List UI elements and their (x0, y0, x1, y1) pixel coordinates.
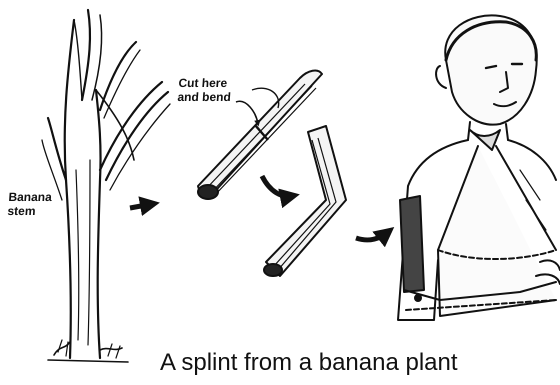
caption: A splint from a banana plant (160, 349, 458, 377)
cut-pointer-line (236, 101, 258, 124)
bent-splint-icon (264, 126, 346, 276)
step-arrow-icon (356, 232, 388, 240)
person-with-arm-sling-icon (398, 15, 560, 320)
step-arrow-icon (130, 204, 152, 208)
banana-stem-icon (42, 10, 170, 362)
cut-here-label: Cut here and bend (177, 76, 232, 104)
step-arrow-icon (262, 176, 292, 196)
banana-stem-label: Banana stem (7, 190, 52, 218)
